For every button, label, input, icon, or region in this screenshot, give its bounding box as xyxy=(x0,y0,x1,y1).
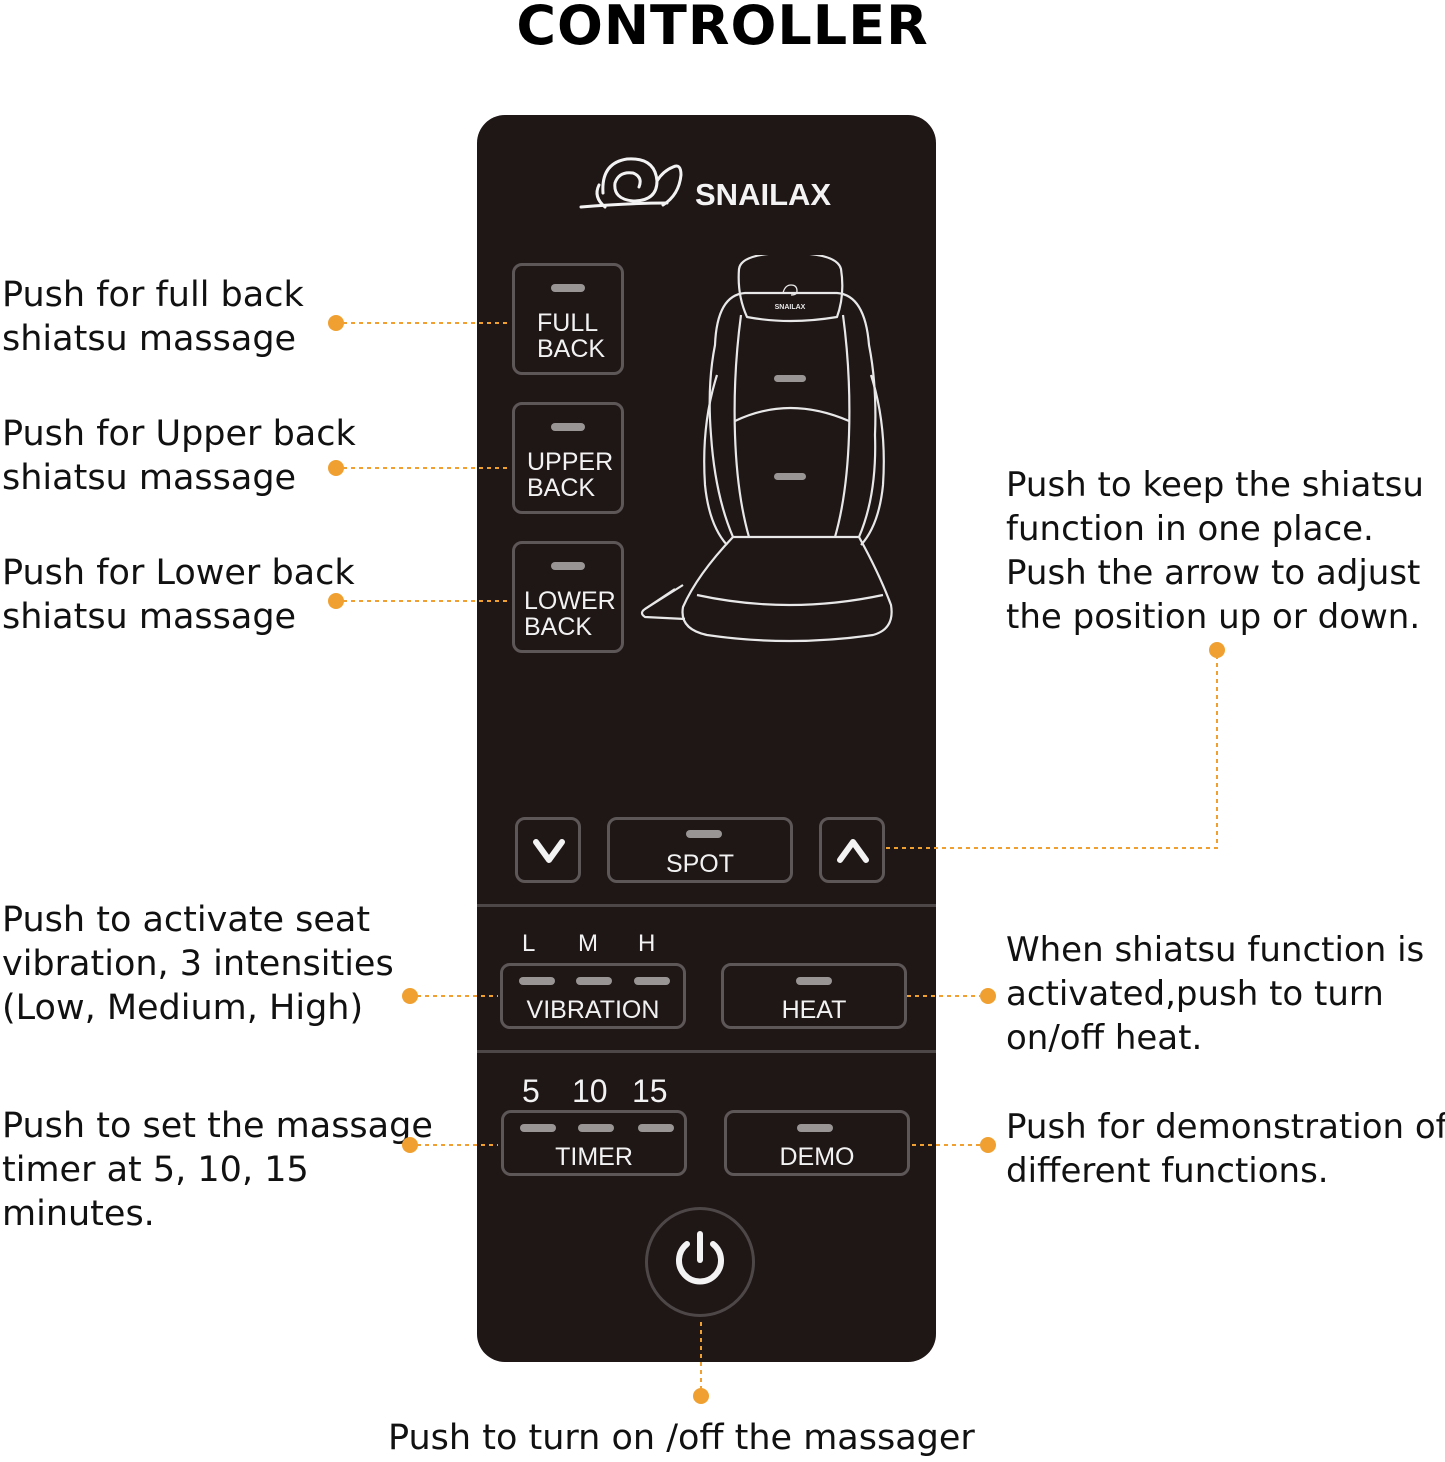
annotation-power: Push to turn on /off the massager xyxy=(388,1418,975,1458)
annotation-upper-back: Push for Upper back shiatsu massage xyxy=(2,414,356,498)
demo-led xyxy=(797,1124,833,1132)
full-back-label: FULL BACK xyxy=(537,309,606,363)
heat-button[interactable]: HEAT xyxy=(721,963,907,1029)
down-arrow-button[interactable] xyxy=(515,817,581,883)
page-title: CONTROLLER xyxy=(516,0,929,57)
power-icon xyxy=(676,1231,724,1285)
lower-back-label: LOWER BACK xyxy=(524,587,616,641)
timer-label: TIMER xyxy=(555,1143,633,1171)
brand-name: SNAILAX xyxy=(695,177,832,212)
timer-led-15 xyxy=(638,1124,674,1132)
timer-value-10: 10 xyxy=(572,1073,608,1109)
panel-divider xyxy=(477,904,936,907)
demo-button[interactable]: DEMO xyxy=(724,1110,910,1176)
full-back-led xyxy=(551,284,585,292)
timer-button[interactable]: TIMER xyxy=(501,1110,687,1176)
down-arrow-icon xyxy=(533,839,565,863)
annotation-heat: When shiatsu function is activated,push … xyxy=(1006,930,1425,1058)
spot-button[interactable]: SPOT xyxy=(607,817,793,883)
vibration-led-low xyxy=(519,977,555,985)
power-button[interactable] xyxy=(645,1207,755,1317)
annotation-vibration: Push to activate seat vibration, 3 inten… xyxy=(2,900,394,1028)
demo-label: DEMO xyxy=(779,1143,855,1171)
timer-value-15: 15 xyxy=(632,1073,668,1109)
vibration-level-high: H xyxy=(638,930,656,957)
timer-value-5: 5 xyxy=(522,1073,540,1109)
massage-seat-icon: SNAILAX xyxy=(640,255,893,643)
vibration-button[interactable]: VIBRATION xyxy=(500,963,686,1029)
annotation-timer: Push to set the massage timer at 5, 10, … xyxy=(2,1106,433,1234)
vibration-label: VIBRATION xyxy=(526,996,660,1024)
full-back-button[interactable]: FULL BACK xyxy=(512,263,624,375)
upper-back-button[interactable]: UPPER BACK xyxy=(512,402,624,514)
annotation-demo: Push for demonstration of different func… xyxy=(1006,1107,1445,1191)
upper-back-label: UPPER BACK xyxy=(527,448,614,502)
annotation-spot: Push to keep the shiatsu function in one… xyxy=(1006,465,1424,637)
vibration-led-high xyxy=(634,977,670,985)
heat-led xyxy=(796,977,832,985)
controller-panel: SNAILAX FULL BACK UPPER BACK LOWER BACK xyxy=(477,115,936,1362)
annotation-lower-back: Push for Lower back shiatsu massage xyxy=(2,553,355,637)
spot-led xyxy=(686,830,722,838)
vibration-led-medium xyxy=(576,977,612,985)
spot-label: SPOT xyxy=(665,850,735,878)
timer-led-10 xyxy=(578,1124,614,1132)
vibration-level-medium: M xyxy=(578,930,598,957)
timer-led-5 xyxy=(520,1124,556,1132)
seat-logo-text: SNAILAX xyxy=(775,304,806,311)
lower-back-button[interactable]: LOWER BACK xyxy=(512,541,624,653)
vibration-level-low: L xyxy=(522,930,536,957)
lower-back-led xyxy=(551,562,585,570)
upper-back-led xyxy=(551,423,585,431)
annotation-full-back: Push for full back shiatsu massage xyxy=(2,275,304,359)
panel-divider xyxy=(477,1050,936,1053)
up-arrow-icon xyxy=(837,839,869,863)
heat-label: HEAT xyxy=(781,996,847,1024)
up-arrow-button[interactable] xyxy=(819,817,885,883)
snail-logo-icon xyxy=(579,157,683,209)
